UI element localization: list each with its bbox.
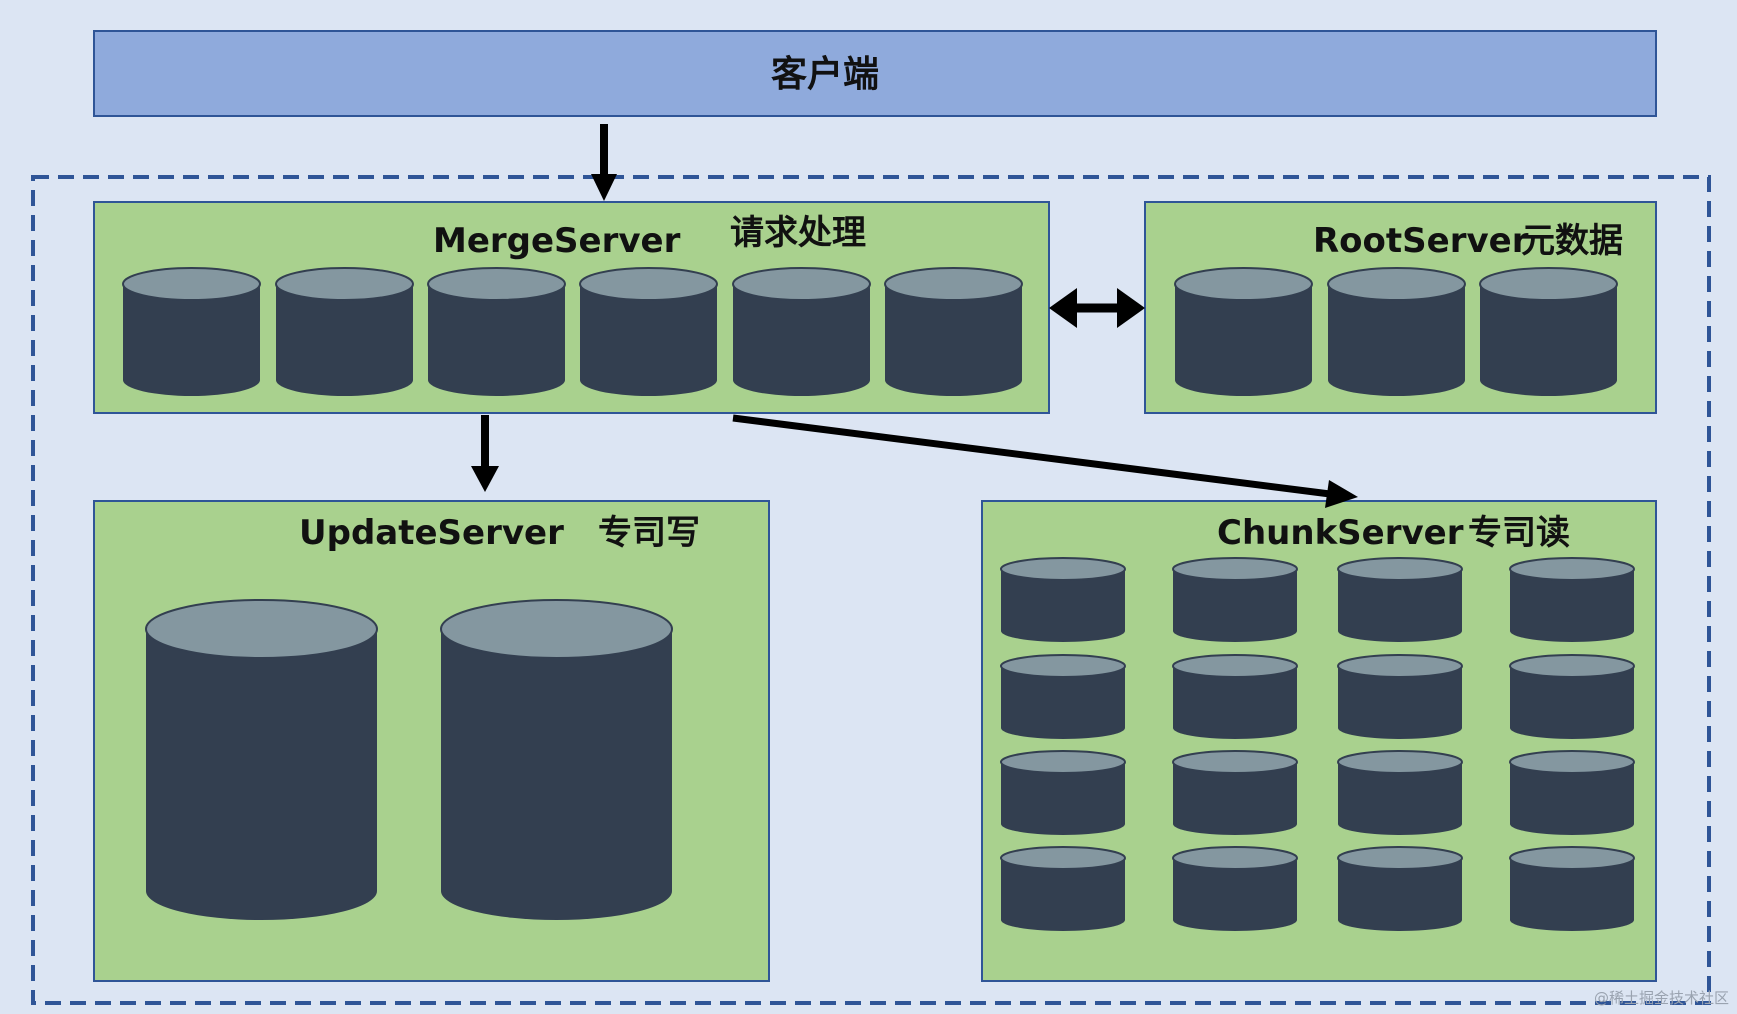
merge-server-cylinder-5 xyxy=(732,267,871,396)
arrowhead-merge-to-update xyxy=(471,466,499,492)
chunk-server-cylinder-3 xyxy=(1337,557,1463,642)
update-server-cylinder-1 xyxy=(145,599,378,920)
chunk-server-role: 专司读 xyxy=(1468,513,1570,553)
arrowhead-client-to-merge xyxy=(591,174,617,201)
chunk-server-cylinder-2 xyxy=(1172,557,1298,642)
arrowhead-merge-root-right xyxy=(1117,288,1145,328)
chunk-server-cylinder-6 xyxy=(1172,654,1298,739)
watermark: @稀土掘金技术社区 xyxy=(1593,989,1729,1007)
chunk-server-cylinder-9 xyxy=(1000,750,1126,835)
root-server-cylinder-2 xyxy=(1327,267,1466,396)
merge-server-name: MergeServer xyxy=(433,221,681,261)
chunk-server-cylinder-16 xyxy=(1509,846,1635,931)
root-server-cylinder-1 xyxy=(1174,267,1313,396)
chunk-server-cylinder-12 xyxy=(1509,750,1635,835)
merge-server-cylinder-4 xyxy=(579,267,718,396)
client-label: 客户端 xyxy=(771,54,880,95)
chunk-server-cylinder-10 xyxy=(1172,750,1298,835)
chunk-server-cylinder-13 xyxy=(1000,846,1126,931)
chunk-server-cylinder-14 xyxy=(1172,846,1298,931)
chunk-server-cylinder-7 xyxy=(1337,654,1463,739)
update-server-role: 专司写 xyxy=(598,513,700,553)
chunk-server-cylinder-11 xyxy=(1337,750,1463,835)
root-server-cylinder-3 xyxy=(1479,267,1618,396)
chunk-server-name: ChunkServer xyxy=(1217,513,1464,553)
chunk-server-cylinder-4 xyxy=(1509,557,1635,642)
root-server-role: 元数据 xyxy=(1521,221,1623,261)
arrowhead-merge-to-chunk xyxy=(1325,480,1358,508)
merge-server-cylinder-2 xyxy=(275,267,414,396)
chunk-server-cylinder-8 xyxy=(1509,654,1635,739)
arrow-merge-to-chunk xyxy=(732,414,1331,498)
merge-server-role: 请求处理 xyxy=(730,213,866,253)
database-cylinders xyxy=(122,267,1635,931)
root-server-name: RootServer xyxy=(1313,221,1529,261)
cluster-boundary xyxy=(31,175,1711,1005)
client-box xyxy=(93,30,1657,117)
chunk-server-cylinder-5 xyxy=(1000,654,1126,739)
arrows xyxy=(471,124,1358,508)
merge-server-cylinder-1 xyxy=(122,267,261,396)
arrowhead-merge-root-left xyxy=(1049,288,1077,328)
merge-server-cylinder-6 xyxy=(884,267,1023,396)
chunk-server-cylinder-15 xyxy=(1337,846,1463,931)
merge-server-cylinder-3 xyxy=(427,267,566,396)
chunk-server-cylinder-1 xyxy=(1000,557,1126,642)
update-server-name: UpdateServer xyxy=(299,513,564,553)
update-server-cylinder-2 xyxy=(440,599,673,920)
